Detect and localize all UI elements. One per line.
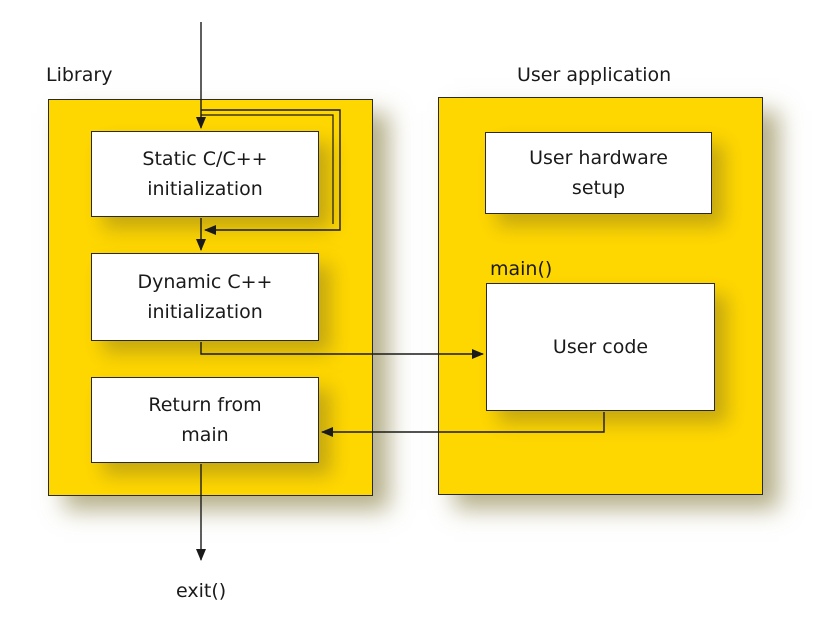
static-init-bypass-inner [201, 114, 334, 224]
return-from-main-box: Return from main [91, 377, 319, 463]
user-code-to-return-arrow [321, 412, 605, 437]
dynamic-to-user-code-arrow [200, 342, 484, 359]
dynamic-init-box: Dynamic C++ initialization [91, 253, 319, 341]
library-title: Library [46, 64, 113, 86]
main-label: main() [490, 258, 553, 280]
user-application-title: User application [517, 64, 672, 86]
static-init-box: Static C/C++ initialization [91, 131, 319, 217]
user-hardware-setup-box: User hardware setup [485, 132, 712, 214]
static-init-bypass-arrow [201, 109, 341, 235]
user-code-box: User code [486, 283, 715, 411]
exit-label: exit() [176, 580, 227, 602]
